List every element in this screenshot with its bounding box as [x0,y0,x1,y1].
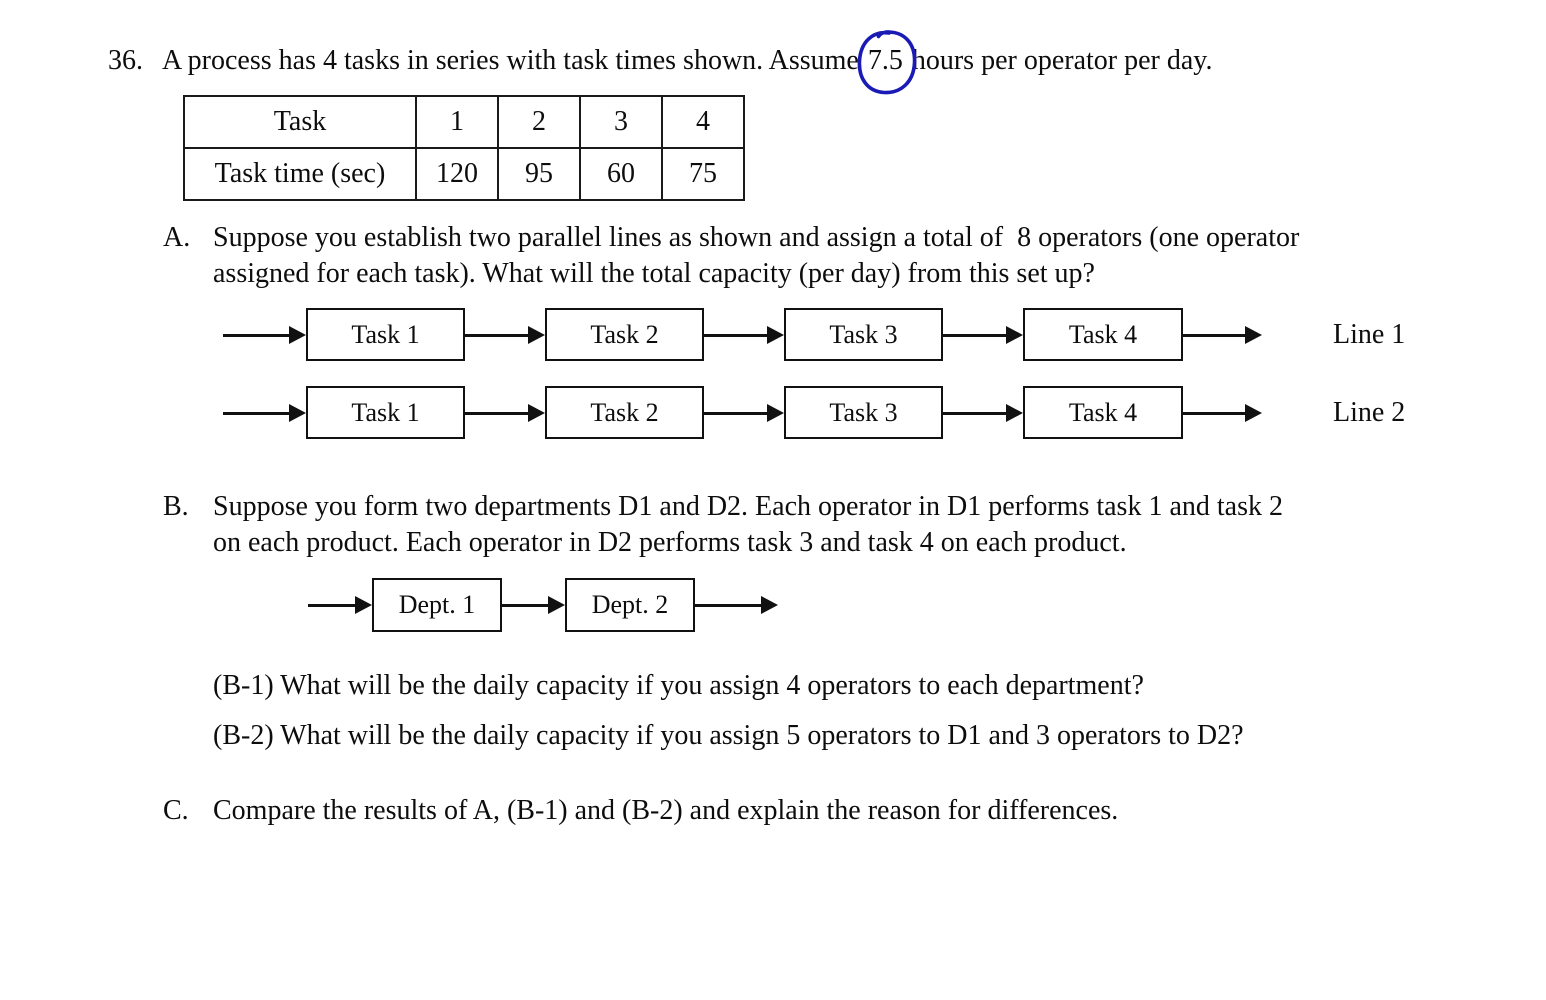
flow-arrow-icon [704,404,784,422]
table-row-times: Task time (sec) 120 95 60 75 [183,147,745,201]
flow-arrow-icon [1183,326,1262,344]
part-a-text: Suppose you establish two parallel lines… [213,220,1299,292]
task-box-label: Task 3 [829,397,898,427]
question-stem-before: A process has 4 tasks in series with tas… [162,45,859,76]
task-number-cell: 2 [497,95,581,149]
table-header-task-time: Task time (sec) [183,147,417,201]
task-box: Task 1 [306,308,465,361]
flow-arrow-icon [943,326,1023,344]
task-box-label: Task 4 [1068,319,1138,349]
task-box: Task 3 [784,386,943,439]
task-time-cell: 120 [415,147,499,201]
task-number-cell: 3 [579,95,663,149]
flow-arrow-icon [704,326,784,344]
task-time-table: Task 1 2 3 4 Task time (sec) 120 95 60 7… [183,95,745,201]
flow-arrow-icon [465,326,545,344]
flow-arrow-icon [465,404,545,422]
flow-arrow-icon [308,596,372,614]
task-box-label: Task 1 [351,397,420,427]
dept-box: Dept. 1 [372,578,502,632]
dept-box-label: Dept. 1 [398,590,476,619]
sub-question-b1: (B-1) What will be the daily capacity if… [213,670,1144,701]
part-b: B. Suppose you form two departments D1 a… [163,489,1283,561]
task-box-label: Task 2 [590,319,659,349]
part-a-line: assigned for each task). What will the t… [213,258,1095,289]
dept-box-label: Dept. 2 [591,590,669,619]
task-box: Task 2 [545,386,704,439]
task-box: Task 2 [545,308,704,361]
question-title: 36. A process has 4 tasks in series with … [108,30,1213,95]
circled-value: 7.5 [857,30,917,95]
sub-question-b2: (B-2) What will be the daily capacity if… [213,720,1244,751]
line-label: Line 2 [1333,396,1406,428]
task-box: Task 3 [784,308,943,361]
part-c: C. Compare the results of A, (B-1) and (… [163,793,1118,829]
dept-box: Dept. 2 [565,578,695,632]
part-c-text: Compare the results of A, (B-1) and (B-2… [213,795,1119,826]
part-c-marker: C. [163,795,189,826]
task-box: Task 4 [1023,386,1183,439]
flow-arrow-icon [695,596,778,614]
question-stem-after: hours per operator per day. [911,45,1213,76]
table-header-task: Task [183,95,417,149]
task-number-cell: 1 [415,95,499,149]
circled-value-text: 7.5 [867,45,903,76]
flow-arrow-icon [223,404,306,422]
task-box-label: Task 3 [829,319,898,349]
task-time-cell: 95 [497,147,581,201]
department-flow: Dept. 1 Dept. 2 [0,578,1546,632]
question-number: 36. [108,45,143,76]
flow-line-1: Task 1 Task 2 Task 3 Task 4 Line 1 [0,308,1546,361]
task-time-cell: 75 [661,147,745,201]
task-box-label: Task 2 [590,397,659,427]
part-b-line: Suppose you form two departments D1 and … [213,491,1283,522]
part-a: A. Suppose you establish two parallel li… [163,220,1299,292]
part-a-marker: A. [163,222,191,253]
task-box: Task 4 [1023,308,1183,361]
task-box: Task 1 [306,386,465,439]
line-label: Line 1 [1333,318,1406,350]
part-b-line: on each product. Each operator in D2 per… [213,527,1127,558]
part-b-text: Suppose you form two departments D1 and … [213,489,1283,561]
part-b-marker: B. [163,491,189,522]
flow-arrow-icon [1183,404,1262,422]
table-row-tasks: Task 1 2 3 4 [183,95,745,149]
flow-arrow-icon [223,326,306,344]
task-number-cell: 4 [661,95,745,149]
task-box-label: Task 1 [351,319,420,349]
task-box-label: Task 4 [1068,397,1138,427]
flow-line-2: Task 1 Task 2 Task 3 Task 4 Line 2 [0,386,1546,439]
flow-arrow-icon [943,404,1023,422]
task-time-cell: 60 [579,147,663,201]
part-a-line: Suppose you establish two parallel lines… [213,222,1300,253]
flow-arrow-icon [502,596,565,614]
